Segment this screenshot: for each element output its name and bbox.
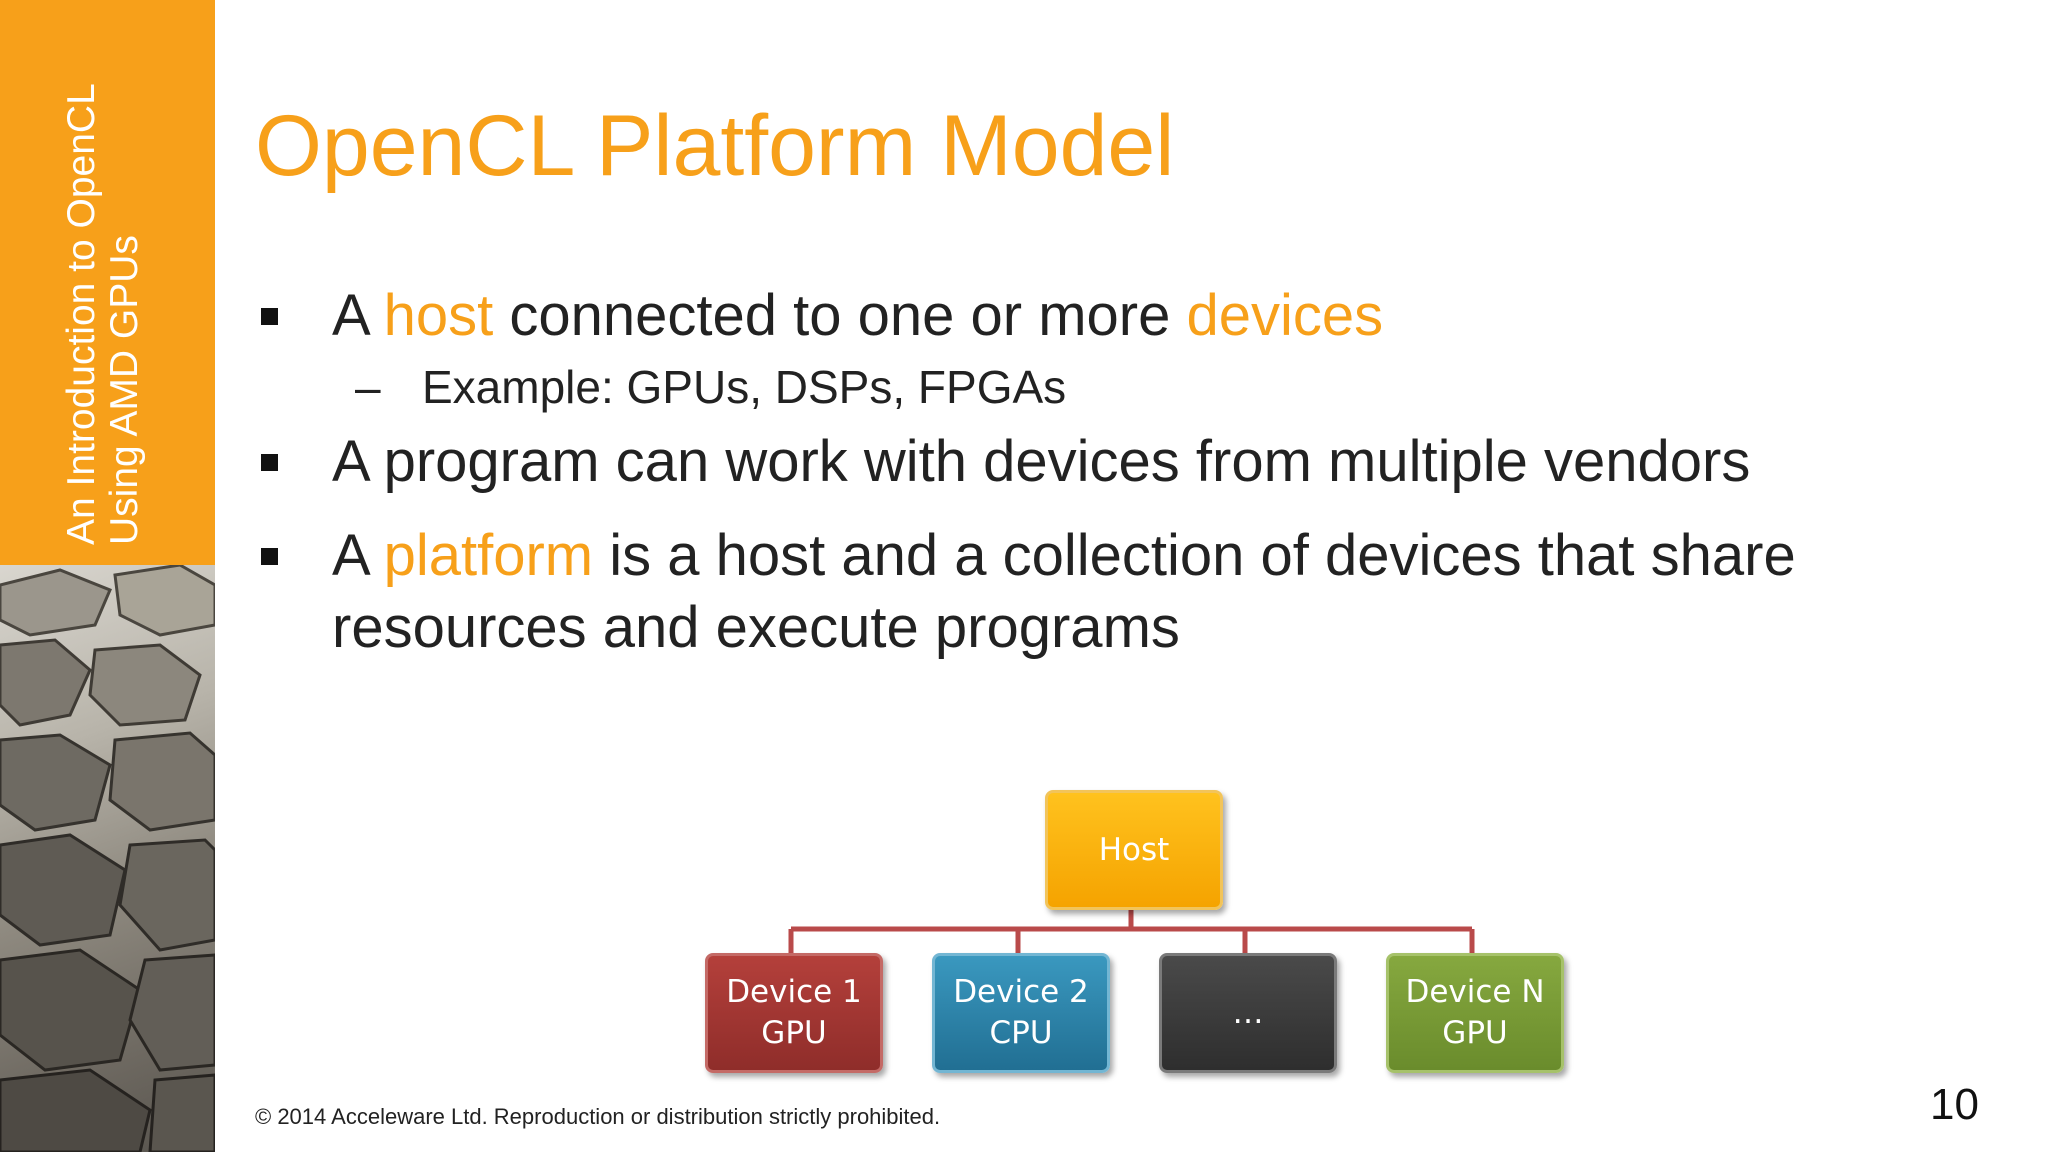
bullet-multiple-vendors: A program can work with devices from mul…	[255, 426, 1995, 498]
sidebar-orange-panel	[0, 0, 215, 565]
bullet-host-devices: A host connected to one or more devices	[255, 280, 1995, 352]
bullet-text-line2: resources and execute programs	[332, 595, 1180, 660]
device-1-type: GPU	[761, 1015, 827, 1051]
bullet-text-line1: is a host and a collection of devices th…	[593, 523, 1796, 588]
device-1-box: Device 1 GPU	[705, 953, 883, 1073]
highlight-platform: platform	[383, 523, 594, 588]
device-n-box: Device N GPU	[1386, 953, 1564, 1073]
bullet-text-middle: connected to one or more	[493, 283, 1187, 348]
page-number: 10	[1930, 1080, 1979, 1129]
device-ellipsis-box: …	[1159, 953, 1337, 1073]
sidebar: An Introduction to OpenCL Using AMD GPUs	[0, 0, 215, 1152]
device-n-name: Device N	[1405, 974, 1545, 1010]
sidebar-title-line1: An Introduction to OpenCL	[60, 83, 103, 545]
slide-title: OpenCL Platform Model	[255, 98, 1175, 194]
sidebar-title-line2: Using AMD GPUs	[103, 235, 146, 545]
square-bullet-icon	[261, 308, 278, 325]
host-box: Host	[1045, 790, 1223, 910]
square-bullet-icon	[261, 548, 278, 565]
sub-bullet-example: – Example: GPUs, DSPs, FPGAs	[255, 356, 1995, 418]
copyright-footer: © 2014 Acceleware Ltd. Reproduction or d…	[255, 1104, 941, 1129]
bullet-text-prefix: A	[332, 283, 384, 348]
dash-bullet-icon: –	[355, 361, 381, 413]
host-label: Host	[1098, 831, 1170, 868]
basalt-columns-photo	[0, 565, 215, 1152]
sidebar-title: An Introduction to OpenCL Using AMD GPUs	[60, 25, 170, 545]
device-2-type: CPU	[989, 1015, 1053, 1051]
basalt-columns-image	[0, 565, 215, 1152]
device-2-name: Device 2	[953, 974, 1089, 1010]
sub-bullet-text: Example: GPUs, DSPs, FPGAs	[422, 361, 1067, 413]
bullet-list: A host connected to one or more devices …	[255, 280, 1995, 664]
device-1-name: Device 1	[726, 974, 862, 1010]
square-bullet-icon	[261, 454, 278, 471]
highlight-devices: devices	[1186, 283, 1384, 348]
device-2-box: Device 2 CPU	[932, 953, 1110, 1073]
bullet-platform: A platform is a host and a collection of…	[255, 520, 1995, 664]
device-n-type: GPU	[1442, 1015, 1508, 1051]
bullet-text-prefix: A	[332, 523, 384, 588]
highlight-host: host	[383, 283, 494, 348]
device-ellipsis-label: …	[1232, 994, 1264, 1031]
bullet-text: A program can work with devices from mul…	[332, 429, 1751, 494]
